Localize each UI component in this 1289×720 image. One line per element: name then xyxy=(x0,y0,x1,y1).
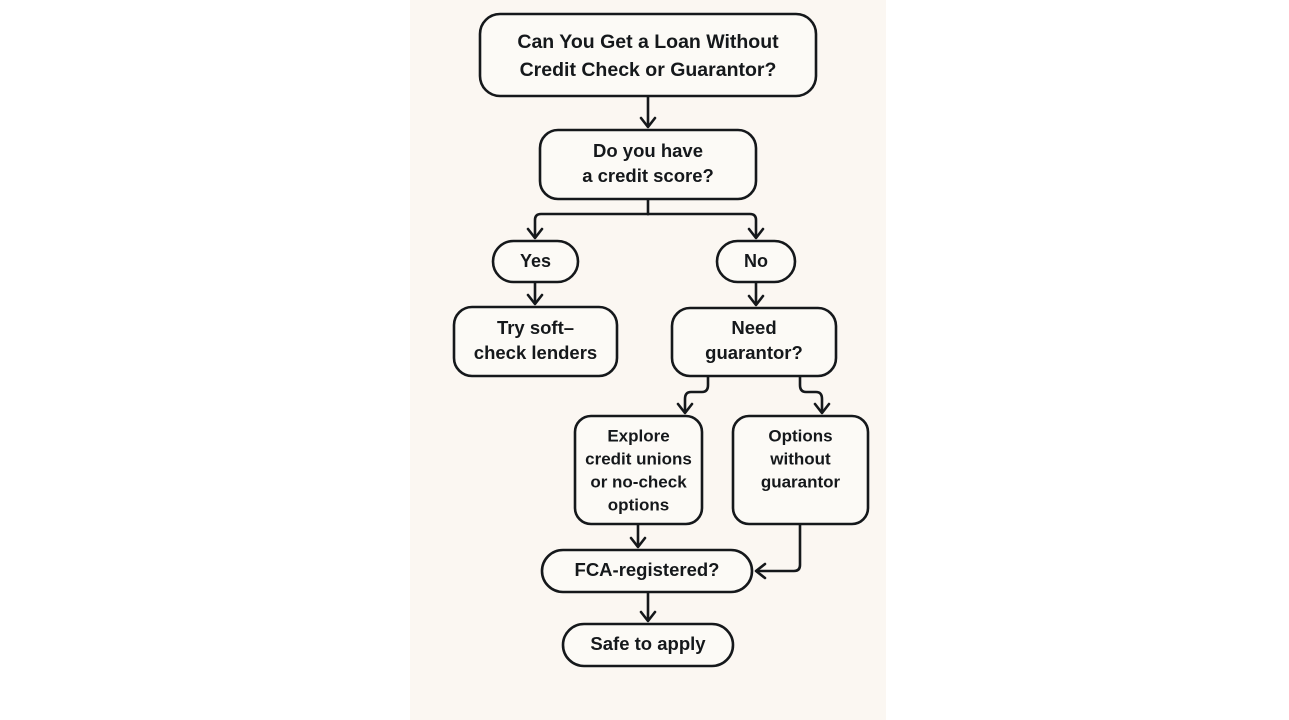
flowchart-svg: Can You Get a Loan Without Credit Check … xyxy=(452,12,870,668)
node-without-guarantor-shape xyxy=(731,414,870,526)
flowchart-canvas: Can You Get a Loan Without Credit Check … xyxy=(410,0,886,720)
node-credit-score-shape xyxy=(538,128,758,201)
node-credit-score-line-2: a credit score? xyxy=(582,165,714,186)
node-without-guarantor-line-3: guarantor xyxy=(761,472,841,491)
node-no-shape xyxy=(715,239,797,284)
node-safe-to-apply-shape xyxy=(561,622,735,668)
node-credit-unions-line-1: Explore xyxy=(607,426,669,445)
node-title-shape xyxy=(478,12,818,98)
node-title-line-2: Credit Check or Guarantor? xyxy=(520,59,777,81)
node-title[interactable]: Can You Get a Loan Without Credit Check … xyxy=(478,12,818,98)
node-credit-unions-line-3: or no-check xyxy=(590,472,687,491)
node-credit-unions-line-2: credit unions xyxy=(585,449,692,468)
node-need-guarantor-line-2: guarantor? xyxy=(705,342,803,363)
node-without-guarantor[interactable]: Options without guarantor xyxy=(731,414,870,526)
node-safe-to-apply[interactable]: Safe to apply xyxy=(561,622,735,668)
edge-layer xyxy=(526,94,831,623)
edge-without-guarantor-to-fca xyxy=(754,522,802,580)
node-credit-score[interactable]: Do you have a credit score? xyxy=(538,128,758,201)
node-no-label: No xyxy=(744,251,768,271)
node-fca-registered[interactable]: FCA-registered? xyxy=(540,548,754,594)
node-without-guarantor-line-2: without xyxy=(769,449,831,468)
node-soft-check-line-2: check lenders xyxy=(474,342,597,363)
node-title-line-1: Can You Get a Loan Without xyxy=(517,31,779,53)
edge-credit-score-split xyxy=(526,197,765,240)
node-no[interactable]: No xyxy=(715,239,797,284)
node-safe-to-apply-label: Safe to apply xyxy=(590,633,706,654)
node-fca-registered-shape xyxy=(540,548,754,594)
node-need-guarantor[interactable]: Need guarantor? xyxy=(670,306,838,378)
node-soft-check[interactable]: Try soft– check lenders xyxy=(452,305,619,378)
edge-fca-to-safe xyxy=(639,590,657,623)
edge-yes-to-soft-check xyxy=(526,280,544,306)
node-need-guarantor-shape xyxy=(670,306,838,378)
edge-need-guarantor-to-without-guarantor xyxy=(798,374,831,415)
node-without-guarantor-line-1: Options xyxy=(768,426,832,445)
node-yes-label: Yes xyxy=(520,251,551,271)
edge-need-guarantor-to-credit-unions xyxy=(676,374,710,415)
node-credit-unions[interactable]: Explore credit unions or no-check option… xyxy=(573,414,704,526)
node-yes[interactable]: Yes xyxy=(491,239,580,284)
node-yes-shape xyxy=(491,239,580,284)
edge-title-to-credit-score xyxy=(639,94,657,129)
node-credit-unions-line-4: options xyxy=(608,495,669,514)
node-credit-unions-shape xyxy=(573,414,704,526)
node-need-guarantor-line-1: Need xyxy=(731,317,776,338)
edge-no-to-need-guarantor xyxy=(747,280,765,307)
node-soft-check-shape xyxy=(452,305,619,378)
edge-credit-unions-to-fca xyxy=(629,522,647,549)
node-soft-check-line-1: Try soft– xyxy=(497,317,574,338)
node-fca-registered-label: FCA-registered? xyxy=(575,559,720,580)
node-layer: Can You Get a Loan Without Credit Check … xyxy=(452,12,870,668)
node-credit-score-line-1: Do you have xyxy=(593,140,703,161)
